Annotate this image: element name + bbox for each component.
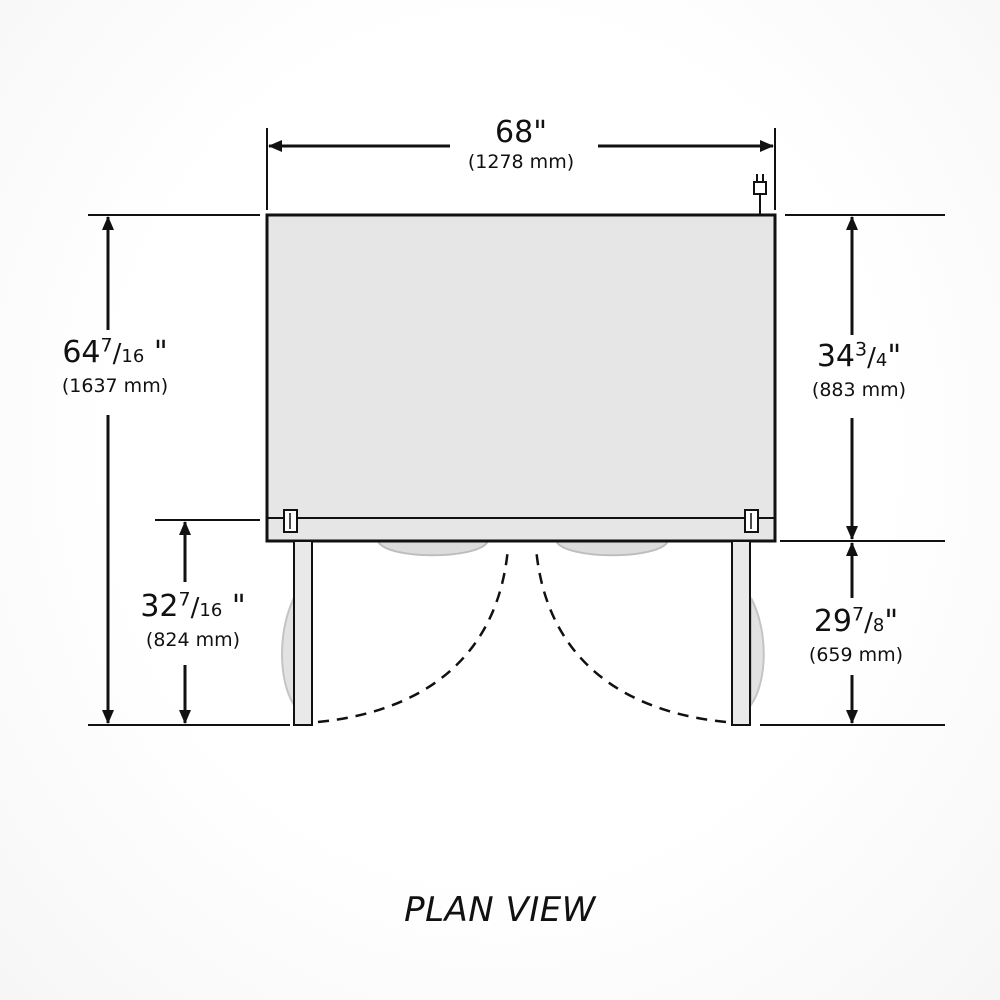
left-clearance-dimension [155,519,260,724]
cabinet-body [265,213,777,543]
cabinet-depth-denominator: 4 [875,350,888,371]
width-inches: 68 [495,115,534,150]
door-open-left [293,540,313,726]
door-swing-right [534,547,727,724]
left-clearance-denominator: 16 [199,600,223,621]
width-dimension [266,128,776,210]
cabinet-depth-label: 343/4" (883 mm) [759,340,959,402]
overall-depth-label: 647/16 " (1637 mm) [15,336,215,398]
overall-depth-unit: " [144,335,168,370]
right-clearance-denominator: 8 [872,615,885,636]
right-clearance-label: 297/8" (659 mm) [756,605,956,667]
left-clearance-metric: (824 mm) [145,629,241,651]
side-shadow-right [750,597,765,709]
width-label: 68" (1278 mm) [421,116,621,174]
door-shadow-right [554,540,670,557]
width-unit: " [533,115,547,150]
diagram-title: PLAN VIEW [404,890,596,930]
cabinet-depth-whole: 34 [816,339,856,374]
right-clearance-dimension [760,542,945,726]
side-shadow-left [281,597,295,709]
overall-depth-dimension [88,214,290,726]
overall-depth-numerator: 7 [100,334,113,357]
right-clearance-unit: " [884,604,899,639]
overall-depth-metric: (1637 mm) [61,375,169,397]
right-clearance-metric: (659 mm) [808,644,904,666]
power-cord-icon [753,174,767,215]
cabinet-depth-dimension [780,214,945,542]
left-clearance-whole: 32 [140,589,179,624]
cabinet-depth-unit: " [887,339,902,374]
left-clearance-numerator: 7 [178,588,191,611]
overall-depth-whole: 64 [62,335,101,370]
cabinet-depth-metric: (883 mm) [811,379,907,401]
right-clearance-numerator: 7 [852,603,865,626]
right-clearance-whole: 29 [813,604,853,639]
door-swing-left [317,547,510,724]
door-open-right [731,540,751,726]
left-clearance-unit: " [222,589,246,624]
left-clearance-label: 327/16 " (824 mm) [93,590,293,652]
width-metric: (1278 mm) [467,151,575,173]
overall-depth-denominator: 16 [121,346,145,367]
door-shadow-left [376,540,490,557]
cabinet-depth-numerator: 3 [855,338,868,361]
